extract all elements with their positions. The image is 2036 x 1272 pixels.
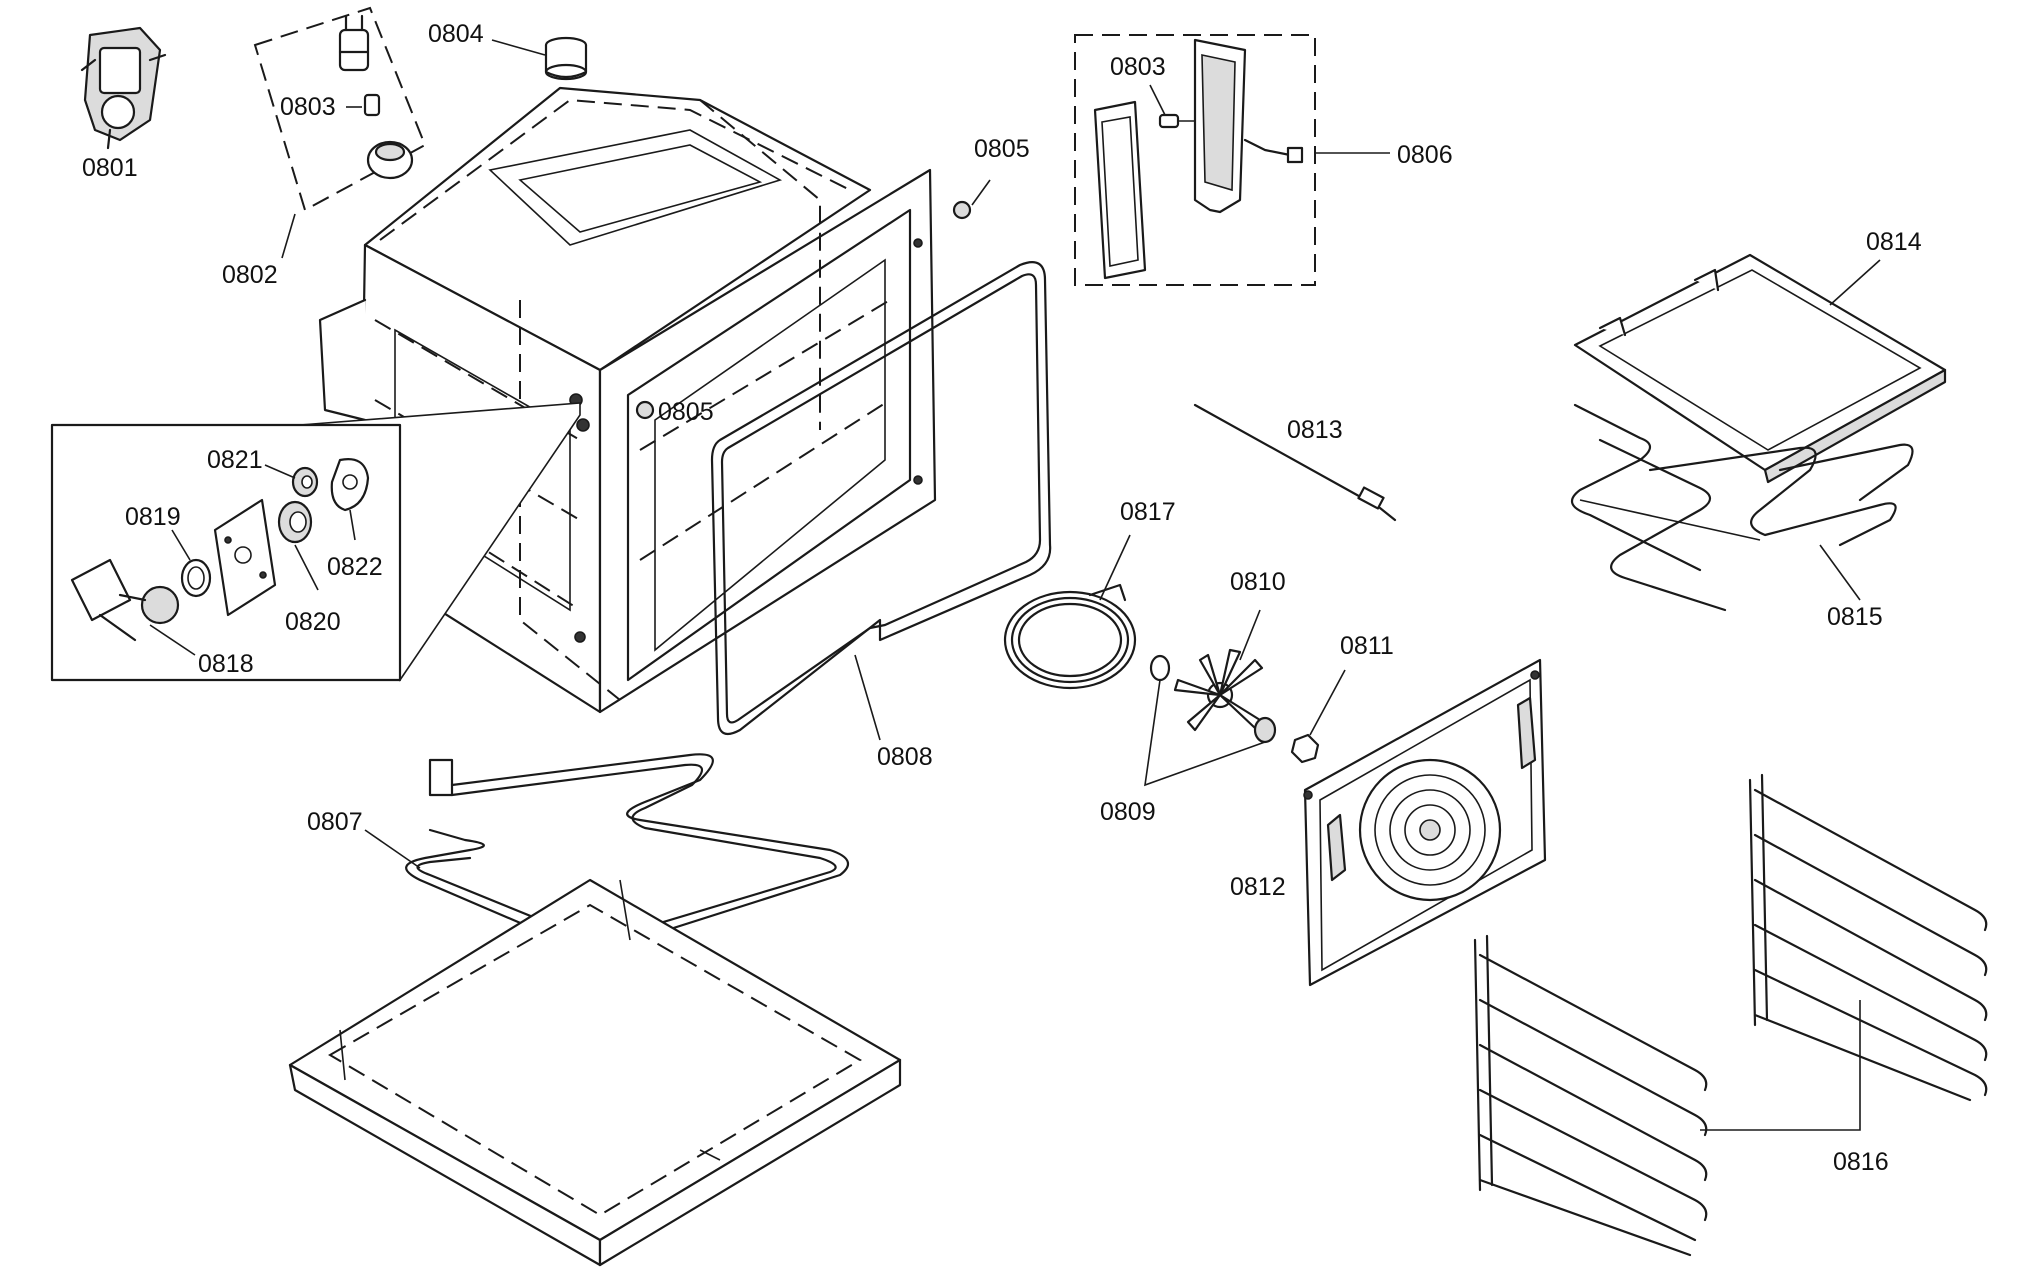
label-0811: 0811 [1340,632,1394,660]
nut-0811[interactable] [1290,733,1320,764]
rack-support-0816-right[interactable] [1748,773,1988,1102]
lamp-assembly-box-0802 [253,6,427,212]
lamp-bulb-0803-housing[interactable] [1158,113,1195,129]
label-0818: 0818 [198,650,254,678]
fan-blade-0810[interactable] [1173,648,1264,732]
label-0816: 0816 [1833,1148,1889,1176]
label-0817: 0817 [1120,498,1176,526]
lamp-socket[interactable] [338,14,370,72]
label-0820: 0820 [285,608,341,636]
bottom-pan[interactable] [288,878,902,1267]
lamp-glass-panel[interactable] [1093,100,1147,280]
plate[interactable] [213,498,277,617]
switch-0818[interactable] [70,558,180,642]
label-0808: 0808 [877,743,933,771]
lamp-bulb[interactable] [363,93,381,117]
lamp-housing-box-0806 [1074,34,1316,286]
bearing-0820[interactable] [277,500,313,544]
rear-panel-0812[interactable] [1303,658,1547,987]
label-0814: 0814 [1866,228,1922,256]
bushing-0821[interactable] [291,466,319,498]
label-0804: 0804 [428,20,484,48]
bracket-0822[interactable] [330,458,370,512]
grommet-0805-side[interactable] [635,400,655,420]
label-0812: 0812 [1230,873,1286,901]
label-0805-top: 0805 [974,135,1030,163]
rack-support-0816-left[interactable] [1473,934,1708,1257]
label-0819: 0819 [125,503,181,531]
ring-0819[interactable] [180,558,212,598]
label-0813: 0813 [1287,416,1343,444]
label-0821: 0821 [207,446,263,474]
label-0815: 0815 [1827,603,1883,631]
label-0822: 0822 [327,553,383,581]
door-lock-motor-0801[interactable] [80,26,167,150]
label-0807: 0807 [307,808,363,836]
fan-element-0817[interactable] [1003,583,1137,690]
label-0810: 0810 [1230,568,1286,596]
label-0809: 0809 [1100,798,1156,826]
label-0802: 0802 [222,261,278,289]
washer-0809-a[interactable] [1149,654,1171,682]
label-0803-housing: 0803 [1110,53,1166,81]
broil-shield-0814[interactable] [1573,253,1947,484]
washer-0809-b[interactable] [1253,716,1277,744]
sensor-0813[interactable] [1193,403,1397,522]
lamp-cover-0804[interactable] [544,36,588,81]
label-0805-side: 0805 [658,398,714,426]
door-gasket-0808[interactable] [710,261,1052,736]
label-0806: 0806 [1397,141,1453,169]
lamp-lens[interactable] [366,140,414,180]
grommet-0805-top[interactable] [952,200,972,220]
lamp-housing[interactable] [1193,38,1304,214]
broil-element-0815[interactable] [1570,403,1914,612]
label-0803-lamp: 0803 [280,93,336,121]
label-0801: 0801 [82,154,138,182]
